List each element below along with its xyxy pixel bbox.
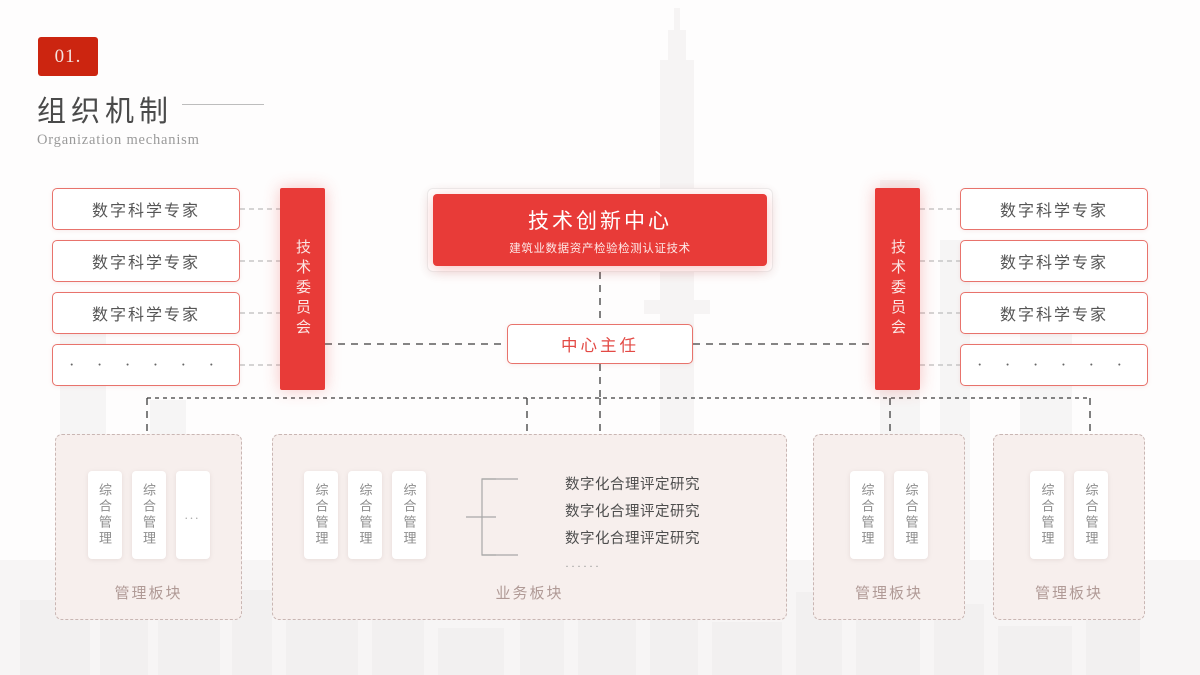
expert-label: · · · · · · <box>976 355 1132 374</box>
expert-box-right-3[interactable]: 数字科学专家 <box>960 292 1148 334</box>
expert-label: 数字科学专家 <box>91 307 200 324</box>
panel-label: 管理板块 <box>1034 586 1103 602</box>
expert-box-left-2[interactable]: 数字科学专家 <box>52 240 240 282</box>
module-card-label: 综合管理 <box>1083 483 1099 547</box>
module-card-label: ... <box>184 507 201 522</box>
page-subtitle: Organization mechanism <box>37 132 200 148</box>
expert-label: 数字科学专家 <box>999 307 1108 324</box>
expert-box-left-more[interactable]: · · · · · · <box>52 344 240 386</box>
research-items-list: 数字化合理评定研究 数字化合理评定研究 数字化合理评定研究 ······ <box>565 473 700 578</box>
research-item: 数字化合理评定研究 <box>565 504 700 520</box>
module-card[interactable]: 综合管理 <box>1074 471 1108 559</box>
panel-management-3[interactable]: 综合管理 综合管理 管理板块 <box>993 434 1145 620</box>
module-card-label: 综合管理 <box>1039 483 1055 547</box>
module-card-label: 综合管理 <box>313 483 329 547</box>
module-card-label: 综合管理 <box>401 483 417 547</box>
expert-box-right-1[interactable]: 数字科学专家 <box>960 188 1148 230</box>
card-row: 综合管理 综合管理 ... <box>56 471 241 559</box>
research-item: 数字化合理评定研究 <box>565 477 700 493</box>
panel-business[interactable]: 综合管理 综合管理 综合管理 数字化合理评定研究 数字化合理评定研究 数字化合理… <box>272 434 787 620</box>
committee-bar-right[interactable]: 技术委员会 <box>875 188 920 390</box>
director-label: 中心主任 <box>561 336 639 355</box>
module-card-label: 综合管理 <box>97 483 112 547</box>
page-title: 组织机制 <box>37 96 174 128</box>
panel-label: 管理板块 <box>854 586 923 602</box>
center-director-box[interactable]: 中心主任 <box>507 324 693 364</box>
hero-title: 技术创新中心 <box>528 208 672 233</box>
expert-label: · · · · · · <box>68 355 224 374</box>
expert-box-left-3[interactable]: 数字科学专家 <box>52 292 240 334</box>
module-card[interactable]: 综合管理 <box>1030 471 1064 559</box>
section-number-badge: 01. <box>38 37 98 76</box>
expert-box-right-more[interactable]: · · · · · · <box>960 344 1148 386</box>
module-card[interactable]: 综合管理 <box>392 471 426 559</box>
expert-box-left-1[interactable]: 数字科学专家 <box>52 188 240 230</box>
bracket-connector <box>466 478 518 556</box>
committee-label: 技术委员会 <box>889 239 905 339</box>
technology-innovation-center-card[interactable]: 技术创新中心 建筑业数据资产检验检测认证技术 <box>433 194 767 266</box>
expert-box-right-2[interactable]: 数字科学专家 <box>960 240 1148 282</box>
module-card[interactable]: 综合管理 <box>304 471 338 559</box>
module-card-label: 综合管理 <box>357 483 373 547</box>
committee-bar-left[interactable]: 技术委员会 <box>280 188 325 390</box>
module-card[interactable]: 综合管理 <box>87 471 122 559</box>
panel-management-1[interactable]: 综合管理 综合管理 ... 管理板块 <box>55 434 242 620</box>
module-card[interactable]: 综合管理 <box>348 471 382 559</box>
research-item-more: ······ <box>565 559 601 573</box>
module-card[interactable]: 综合管理 <box>850 471 884 559</box>
module-card-label: 综合管理 <box>141 483 156 547</box>
hero-subtitle: 建筑业数据资产检验检测认证技术 <box>509 242 691 255</box>
panel-management-2[interactable]: 综合管理 综合管理 管理板块 <box>813 434 965 620</box>
title-divider <box>182 104 264 105</box>
module-card-label: 综合管理 <box>859 483 875 547</box>
committee-label: 技术委员会 <box>294 239 310 339</box>
card-row: 综合管理 综合管理 <box>994 471 1144 559</box>
module-card[interactable]: 综合管理 <box>894 471 928 559</box>
card-row: 综合管理 综合管理 综合管理 <box>273 471 786 559</box>
module-card-label: 综合管理 <box>903 483 919 547</box>
module-card[interactable]: 综合管理 <box>131 471 166 559</box>
research-item: 数字化合理评定研究 <box>565 531 700 547</box>
module-card-more[interactable]: ... <box>175 471 210 559</box>
card-row: 综合管理 综合管理 <box>814 471 964 559</box>
expert-label: 数字科学专家 <box>91 255 200 272</box>
expert-label: 数字科学专家 <box>999 203 1108 220</box>
panel-label: 业务板块 <box>495 586 564 602</box>
expert-label: 数字科学专家 <box>91 203 200 220</box>
panel-label: 管理板块 <box>114 586 183 602</box>
expert-label: 数字科学专家 <box>999 255 1108 272</box>
